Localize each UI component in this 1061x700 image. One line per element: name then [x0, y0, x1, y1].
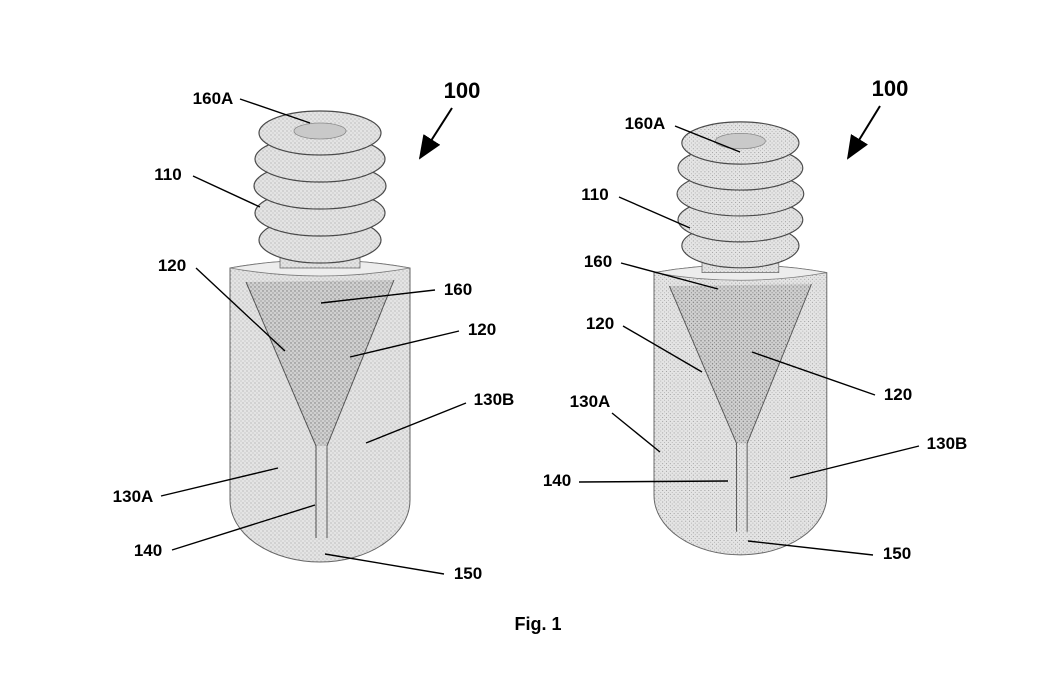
ref-label-160A: 160A [193, 89, 234, 108]
left-ref-160: 160 [320, 280, 472, 304]
right-ref-130B: 130B [789, 434, 968, 479]
leader-line [320, 289, 436, 304]
right-ref-140: 140 [543, 471, 729, 490]
leader-line [192, 175, 261, 208]
leader-line [365, 402, 467, 444]
ref-label-160: 160 [584, 252, 612, 271]
ref-label-130B: 130B [474, 390, 515, 409]
ref-label-130B: 130B [927, 434, 968, 453]
ref-label-110: 110 [154, 165, 181, 184]
ref-label-120: 120 [884, 385, 912, 404]
right-ref-120-right: 120 [751, 351, 912, 404]
left-ref-110: 110 [154, 165, 261, 208]
left-ref-100: 100 [418, 78, 481, 160]
ref-label-110: 110 [581, 185, 608, 204]
leader-line [789, 445, 920, 479]
ref-label-100: 100 [444, 78, 481, 103]
leader-line [349, 330, 460, 358]
ref-label-160: 160 [444, 280, 472, 299]
screw-right-view [653, 121, 828, 556]
ref-label-150: 150 [883, 544, 911, 563]
left-ref-130B: 130B [365, 390, 515, 444]
ref-label-120: 120 [158, 256, 186, 275]
right-ref-110: 110 [581, 185, 691, 229]
left-ref-160A: 160A [193, 89, 311, 124]
ref-label-130A: 130A [570, 392, 611, 411]
leader-line [620, 262, 719, 290]
leader-line [622, 325, 703, 373]
figure-caption: Fig. 1 [514, 614, 561, 634]
right-ref-130A: 130A [570, 392, 661, 453]
right-ref-100: 100 [846, 76, 909, 160]
ref-label-140: 140 [543, 471, 571, 490]
left-ref-130A: 130A [113, 467, 279, 506]
ref-label-160A: 160A [625, 114, 666, 133]
leader-line [239, 98, 311, 124]
right-ref-150: 150 [747, 540, 911, 563]
left-ref-120-left: 120 [158, 256, 286, 352]
leader-line [171, 504, 316, 551]
leader-line [611, 412, 661, 453]
leader-line [195, 267, 286, 352]
left-ref-150: 150 [324, 553, 482, 583]
left-ref-120-right: 120 [349, 320, 496, 358]
leader-line [618, 196, 691, 229]
leader-arrow [418, 107, 453, 160]
right-ref-160: 160 [584, 252, 719, 290]
right-ref-160A: 160A [625, 114, 741, 153]
leader-line [324, 553, 445, 575]
leader-line [674, 125, 741, 153]
screw-left-view [229, 110, 411, 563]
left-ref-140: 140 [134, 504, 316, 560]
leader-line [751, 351, 876, 396]
ref-label-150: 150 [454, 564, 482, 583]
leader-arrow [846, 105, 881, 160]
leader-line [747, 540, 874, 556]
leader-line [160, 467, 279, 497]
ref-label-100: 100 [872, 76, 909, 101]
ref-label-120: 120 [586, 314, 614, 333]
right-ref-120-left: 120 [586, 314, 703, 373]
leader-line [578, 480, 729, 483]
ref-label-120: 120 [468, 320, 496, 339]
ref-label-130A: 130A [113, 487, 154, 506]
ref-label-140: 140 [134, 541, 162, 560]
